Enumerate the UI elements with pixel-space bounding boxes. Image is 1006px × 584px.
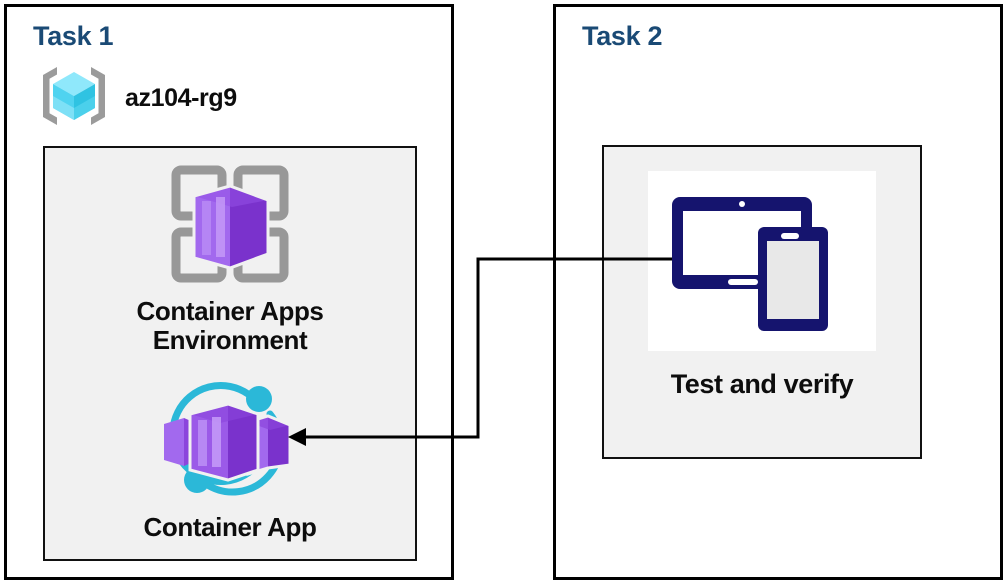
container-apps-environment-caption: Container Apps Environment [136,296,324,356]
resource-group-header: az104-rg9 [37,63,237,134]
devices-test-icon [662,179,862,344]
test-and-verify-caption: Test and verify [670,369,854,399]
container-app-icon [150,380,310,509]
task-2-label: Task 2 [582,21,663,51]
container-apps-environment-icon [166,160,294,293]
test-and-verify-group-box: Test and verify [602,145,922,459]
task-1-panel: Task 1 a [4,4,454,580]
container-apps-environment-group-box: Container Apps Environment [43,146,417,561]
container-app-caption: Container App [143,512,317,542]
resource-group-icon [37,63,111,134]
test-and-verify-tile: Test and verify [604,171,920,400]
container-app-tile: Container App [45,380,415,542]
task-1-label: Task 1 [33,21,114,51]
test-and-verify-artboard [648,171,876,351]
resource-group-name: az104-rg9 [125,84,237,112]
task-2-panel: Task 2 [553,4,1003,580]
container-apps-environment-tile: Container Apps Environment [45,160,415,356]
